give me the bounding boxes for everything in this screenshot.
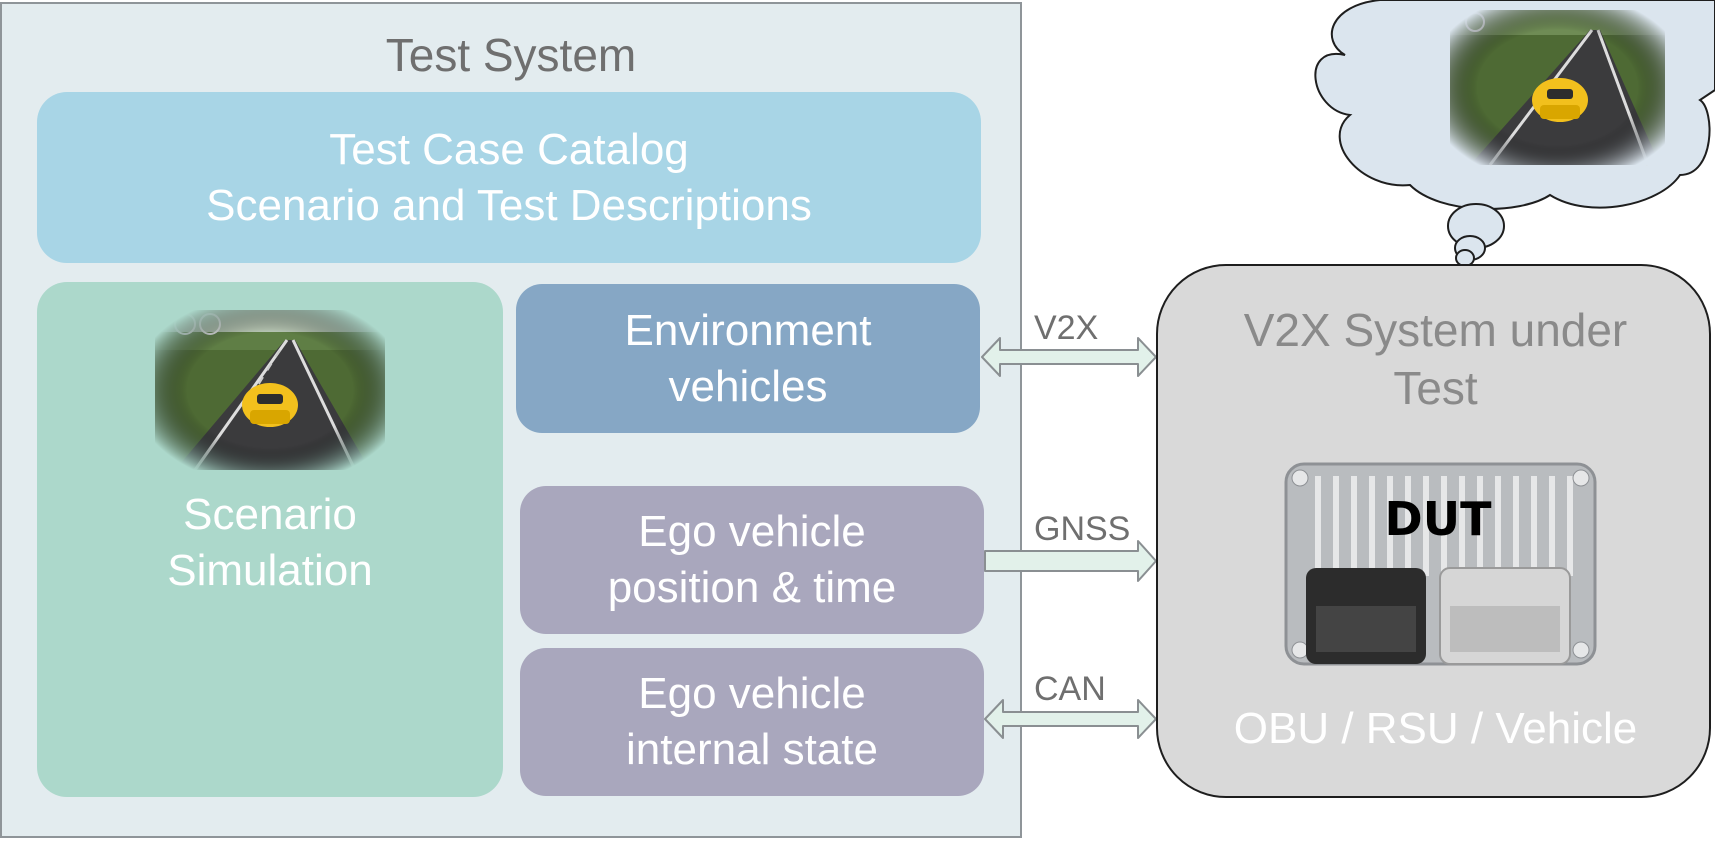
scenario-label-line1: Scenario — [183, 490, 357, 539]
ego-state-label-line1: Ego vehicle — [638, 669, 866, 718]
environment-vehicles-box: Environment vehicles — [516, 284, 980, 433]
gnss-arrow — [984, 540, 1157, 582]
thought-scene-image — [1450, 10, 1665, 166]
can-interface-label: CAN — [1034, 670, 1106, 708]
test-case-catalog-box: Test Case Catalog Scenario and Test Desc… — [37, 92, 981, 263]
catalog-subtitle: Scenario and Test Descriptions — [206, 180, 812, 230]
dut-label: DUT — [1384, 492, 1492, 546]
ego-position-time-box: Ego vehicle position & time — [520, 486, 984, 634]
system-under-test-panel: V2X System under Test DUT OBU / RSU / Ve… — [1156, 264, 1711, 798]
ego-internal-state-box: Ego vehicle internal state — [520, 648, 984, 796]
environment-label-line2: vehicles — [668, 361, 828, 411]
sut-title-line1: V2X System under — [1243, 304, 1628, 356]
gnss-interface-label: GNSS — [1034, 510, 1131, 548]
thought-bubble — [1314, 0, 1715, 267]
sut-title: V2X System under Test — [1158, 301, 1713, 417]
scenario-simulation-label: Scenario Simulation — [37, 487, 503, 599]
test-system-title: Test System — [385, 29, 637, 81]
sut-subtitle: OBU / RSU / Vehicle — [1233, 704, 1638, 753]
ego-state-label-line2: internal state — [626, 725, 878, 774]
simulation-scene-image — [155, 310, 385, 470]
sut-title-line2: Test — [1393, 362, 1478, 414]
ego-position-label-line2: position & time — [607, 563, 897, 612]
environment-label-line1: Environment — [624, 305, 872, 355]
ecu-device-icon — [1284, 462, 1597, 666]
v2x-interface-label: V2X — [1034, 309, 1099, 347]
catalog-title: Test Case Catalog — [329, 124, 689, 174]
ego-position-label-line1: Ego vehicle — [638, 507, 866, 556]
scenario-label-line2: Simulation — [167, 546, 373, 595]
